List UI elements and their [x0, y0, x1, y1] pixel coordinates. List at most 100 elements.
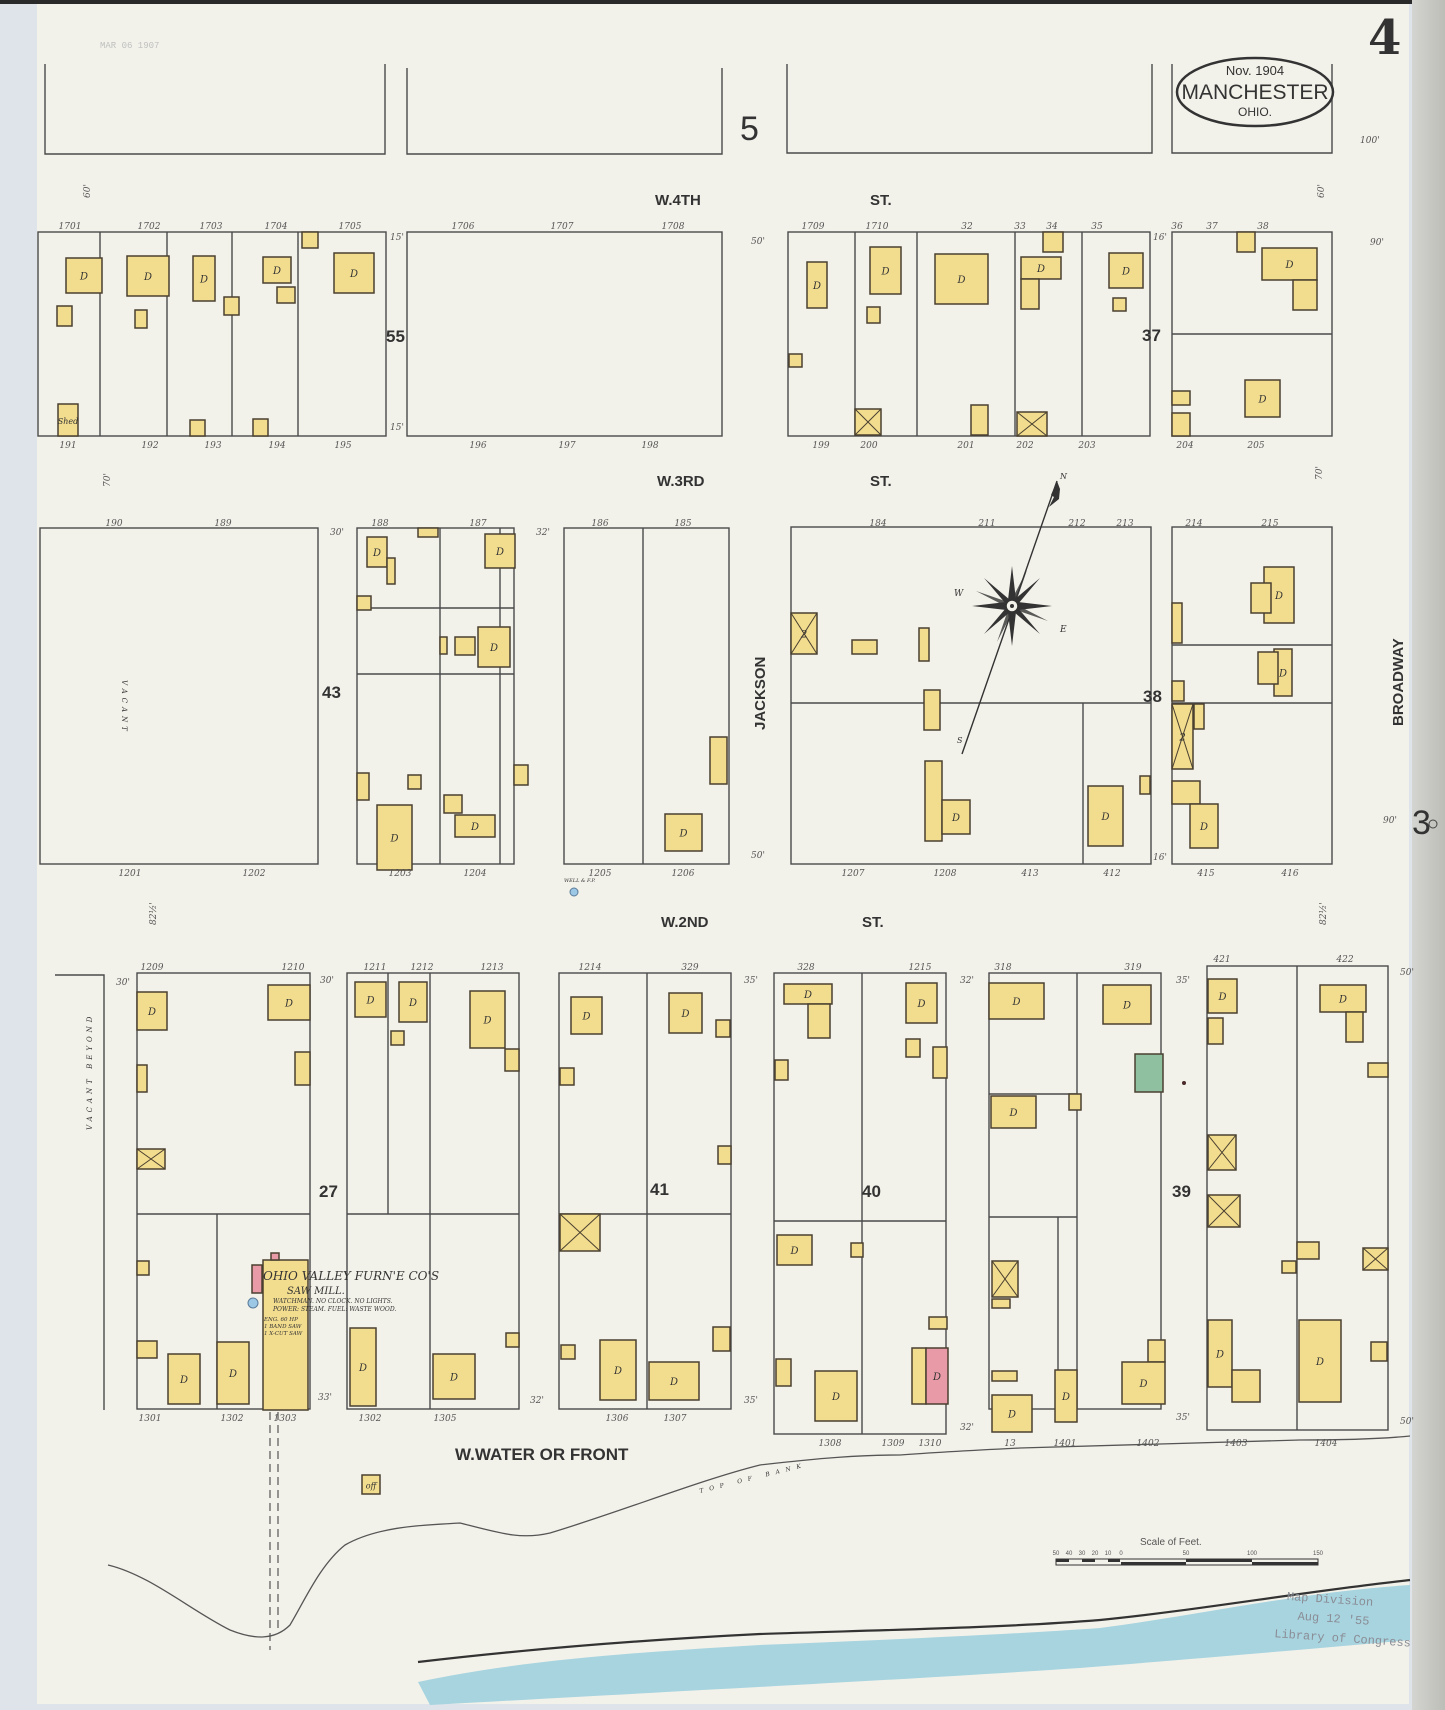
building[interactable] [1171, 390, 1191, 406]
block-b-vac[interactable] [39, 527, 319, 865]
building[interactable]: D [934, 253, 989, 305]
building[interactable] [1068, 1093, 1082, 1111]
building[interactable] [356, 772, 370, 801]
building[interactable]: off [361, 1474, 381, 1495]
building[interactable]: D [398, 981, 428, 1023]
building[interactable] [1171, 780, 1201, 805]
building[interactable] [513, 764, 529, 786]
building[interactable]: D [1108, 252, 1144, 289]
building[interactable] [251, 1264, 263, 1294]
building[interactable]: D [814, 1370, 858, 1422]
building[interactable]: D [167, 1353, 201, 1405]
building[interactable] [262, 1259, 309, 1411]
building[interactable] [1016, 411, 1048, 437]
building[interactable]: D [1121, 1361, 1166, 1405]
building[interactable]: D [1189, 803, 1219, 849]
block-b40[interactable] [773, 972, 947, 1435]
building[interactable] [991, 1298, 1011, 1309]
building[interactable] [1207, 1134, 1237, 1171]
building[interactable] [905, 1038, 921, 1058]
building[interactable]: D [469, 990, 506, 1049]
building[interactable] [715, 1019, 731, 1038]
building[interactable]: D [376, 804, 413, 871]
building[interactable] [276, 286, 296, 304]
building[interactable] [386, 557, 396, 585]
building[interactable]: 2 [790, 612, 818, 655]
building[interactable] [854, 408, 882, 436]
building[interactable] [775, 1358, 792, 1387]
building[interactable] [717, 1145, 732, 1165]
building[interactable] [189, 419, 206, 437]
building[interactable] [1134, 1053, 1164, 1093]
block-b37a[interactable] [787, 231, 1151, 437]
building[interactable] [454, 636, 476, 656]
building[interactable] [924, 760, 943, 842]
building[interactable] [1362, 1247, 1389, 1271]
building[interactable] [294, 1051, 311, 1086]
building[interactable] [136, 1064, 148, 1093]
building[interactable] [1370, 1341, 1388, 1362]
building[interactable] [505, 1332, 520, 1348]
building[interactable] [1231, 1369, 1261, 1403]
building[interactable]: D [869, 246, 902, 295]
building[interactable]: D [262, 256, 292, 284]
building[interactable] [223, 296, 240, 316]
building[interactable]: D [1207, 1319, 1233, 1388]
building[interactable]: D [988, 982, 1045, 1020]
building[interactable]: D [216, 1341, 250, 1405]
building[interactable]: D [990, 1095, 1037, 1129]
building[interactable] [443, 794, 463, 814]
building[interactable] [560, 1344, 576, 1360]
building[interactable]: D [806, 261, 828, 309]
building[interactable] [1296, 1241, 1320, 1260]
building[interactable] [559, 1213, 601, 1252]
building[interactable]: D [941, 799, 971, 835]
adjacent-sheet-top[interactable]: 5 [740, 110, 759, 148]
block-b27b[interactable] [346, 972, 520, 1410]
building[interactable] [1193, 703, 1205, 730]
building[interactable] [136, 1148, 166, 1170]
building[interactable]: D [905, 982, 938, 1024]
block-b40b[interactable] [988, 972, 1162, 1410]
building[interactable] [923, 689, 941, 731]
building[interactable] [1042, 231, 1064, 253]
building[interactable] [1171, 680, 1185, 702]
building[interactable] [1171, 412, 1191, 437]
building[interactable]: D [1102, 984, 1152, 1025]
building[interactable]: D [454, 814, 496, 838]
building[interactable]: 2 [1171, 703, 1194, 770]
building[interactable] [991, 1260, 1019, 1298]
building[interactable] [807, 1003, 831, 1039]
building[interactable] [1020, 278, 1040, 310]
building[interactable] [559, 1067, 575, 1086]
block-b27[interactable] [136, 972, 311, 1410]
building[interactable] [1139, 775, 1151, 795]
building[interactable]: D [484, 533, 516, 569]
building[interactable] [1292, 279, 1318, 311]
building[interactable] [1207, 1017, 1224, 1045]
building[interactable] [407, 774, 422, 790]
building[interactable]: D [366, 536, 388, 568]
building[interactable] [928, 1316, 948, 1330]
block-b55b[interactable] [406, 231, 723, 437]
building[interactable] [136, 1260, 150, 1276]
building[interactable]: D [1054, 1369, 1078, 1423]
building[interactable] [439, 636, 448, 655]
building[interactable] [1345, 1011, 1364, 1043]
block-b55[interactable] [37, 231, 387, 437]
building[interactable] [356, 595, 372, 611]
building[interactable] [1257, 651, 1279, 685]
building[interactable]: D [925, 1347, 949, 1405]
building[interactable] [788, 353, 803, 368]
building[interactable] [1236, 231, 1256, 253]
building[interactable]: D [333, 252, 375, 294]
adjacent-sheet-right[interactable]: 3 [1412, 804, 1431, 842]
building[interactable] [712, 1326, 731, 1352]
building[interactable]: D [1207, 978, 1238, 1014]
building[interactable]: D [1087, 785, 1124, 847]
building[interactable] [417, 527, 439, 538]
building[interactable]: D [1319, 984, 1367, 1013]
building[interactable] [970, 404, 989, 436]
building[interactable] [390, 1030, 405, 1046]
building[interactable]: D [783, 983, 833, 1005]
